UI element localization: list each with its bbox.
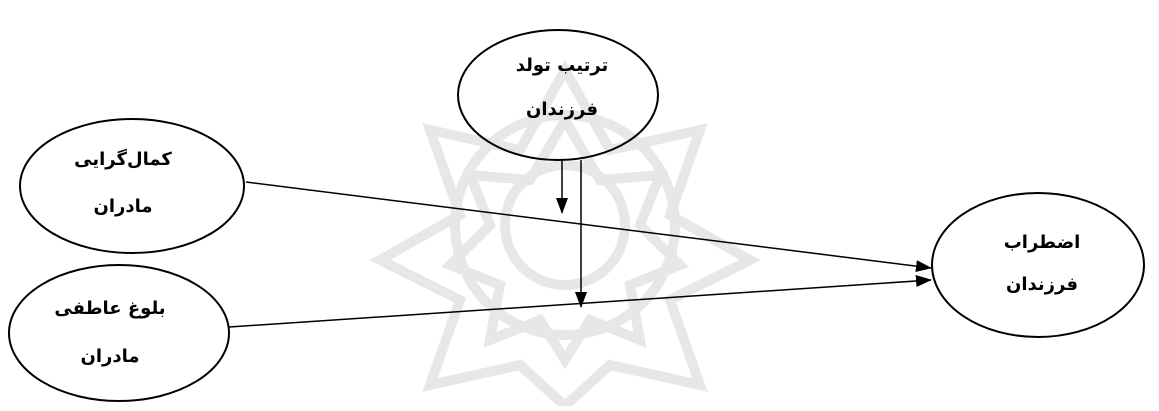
emotional-maturity-line2: مادران [80,346,139,367]
node-emotional-maturity: بلوغ عاطفی مادران [9,265,229,401]
perfectionism-line1: کمال‌گرایی [74,148,172,170]
anxiety-line2: فرزندان [1006,274,1078,295]
birth-order-line1: ترتیب تولد [516,55,609,76]
emotional-maturity-line1: بلوغ عاطفی [54,298,165,319]
node-perfectionism: کمال‌گرایی مادران [20,119,244,253]
birth-order-line2: فرزندان [526,99,598,120]
anxiety-line1: اضطراب [1004,232,1081,253]
node-anxiety: اضطراب فرزندان [932,193,1144,337]
perfectionism-line2: مادران [93,196,152,217]
edge-perfectionism-to-anxiety [246,182,931,268]
